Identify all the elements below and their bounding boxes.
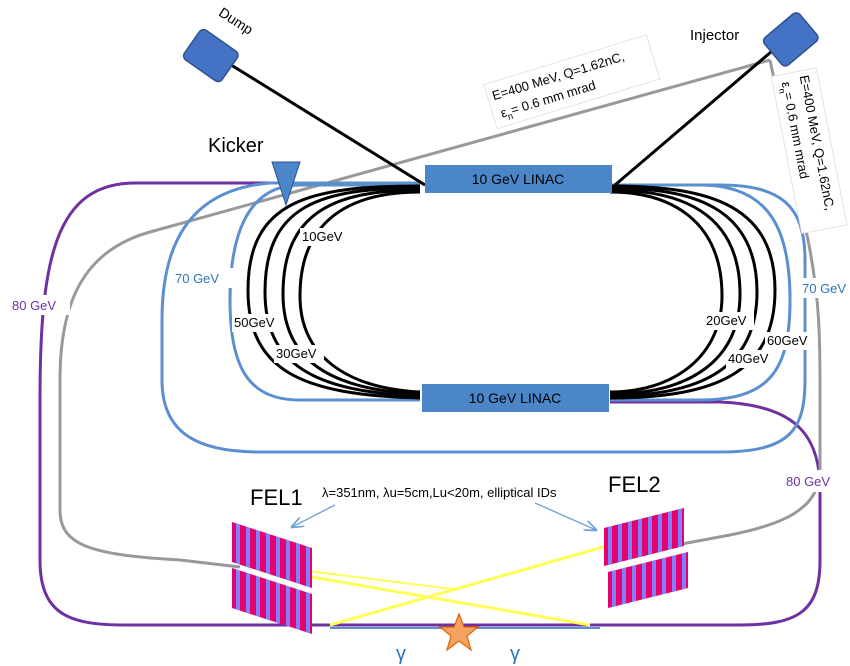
ring-70gev — [160, 181, 807, 454]
energy-40gev: 40GeV — [728, 351, 769, 366]
fel2-undulator-bottom — [608, 552, 688, 608]
fel2-undulator-top — [604, 508, 684, 566]
fel1-label: FEL1 — [250, 485, 303, 510]
kicker-icon — [271, 161, 301, 207]
gray-beam-line — [58, 58, 771, 569]
ring-inner-blue-right — [610, 183, 792, 402]
energy-20gev: 20GeV — [706, 313, 747, 328]
photon-beam-1 — [299, 573, 591, 627]
energy-80gev-left: 80 GeV — [12, 298, 56, 313]
kicker-label: Kicker — [208, 135, 264, 157]
collision-star-icon — [438, 612, 480, 652]
dump-icon — [182, 28, 239, 83]
photon-beam-3 — [299, 569, 461, 591]
energy-60gev: 60GeV — [767, 333, 808, 348]
photon-beam-2 — [329, 543, 611, 627]
fel2-label: FEL2 — [608, 472, 661, 497]
right-arcs — [609, 184, 777, 400]
energy-50gev: 50GeV — [234, 315, 275, 330]
undulator-params-label: λ=351nm, λu=5cm,Lu<20m, elliptical IDs — [322, 485, 557, 500]
ring-80gev-top-left — [38, 181, 822, 627]
fel1-undulator-bottom — [232, 568, 312, 634]
gamma-right-label: γ — [510, 643, 520, 665]
dump-label: Dump — [216, 4, 256, 38]
energy-30gev: 30GeV — [276, 346, 317, 361]
energy-70gev-left: 70 GeV — [175, 271, 219, 286]
arrow-to-fel1 — [292, 504, 336, 527]
linac-top-label: 10 GeV LINAC — [472, 171, 565, 187]
energy-80gev-right: 80 GeV — [786, 474, 830, 489]
gamma-left-label: γ — [396, 643, 406, 665]
ring-inner-blue — [228, 183, 420, 402]
injector-params-label: E=400 MeV, Q=1.62nC, εn= 0.6 mm mrad — [770, 67, 848, 235]
dump-line — [214, 53, 426, 187]
energy-70gev-right: 70 GeV — [802, 281, 846, 296]
injector-line — [614, 38, 786, 187]
linac-bottom — [422, 384, 609, 412]
linac-top — [425, 165, 612, 193]
left-arcs — [246, 184, 421, 400]
injector-icon — [762, 12, 819, 67]
arrow-to-fel2 — [534, 502, 596, 530]
energy-10gev: 10GeV — [302, 229, 343, 244]
injector-label: Injector — [690, 27, 739, 44]
fel1-undulator-top — [232, 522, 312, 588]
linac-bottom-label: 10 GeV LINAC — [469, 390, 562, 406]
